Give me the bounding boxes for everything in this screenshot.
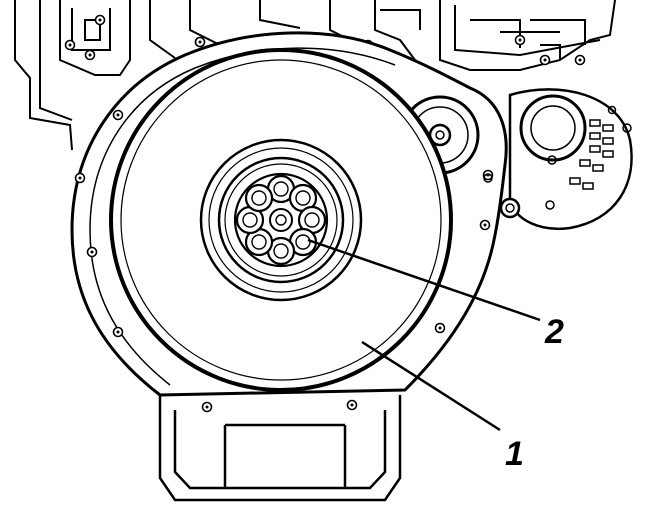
- callout-2-leader: [307, 238, 541, 322]
- flywheel-housing-inner-rim: [89, 47, 396, 386]
- flywheel-mounting-bolts: [235, 174, 327, 266]
- oil-pan: [158, 395, 402, 502]
- alternator: [483, 88, 633, 231]
- callout-2-label: 2: [544, 313, 564, 351]
- callout-1-label: 1: [505, 435, 524, 473]
- callout-1-leader: [361, 340, 501, 432]
